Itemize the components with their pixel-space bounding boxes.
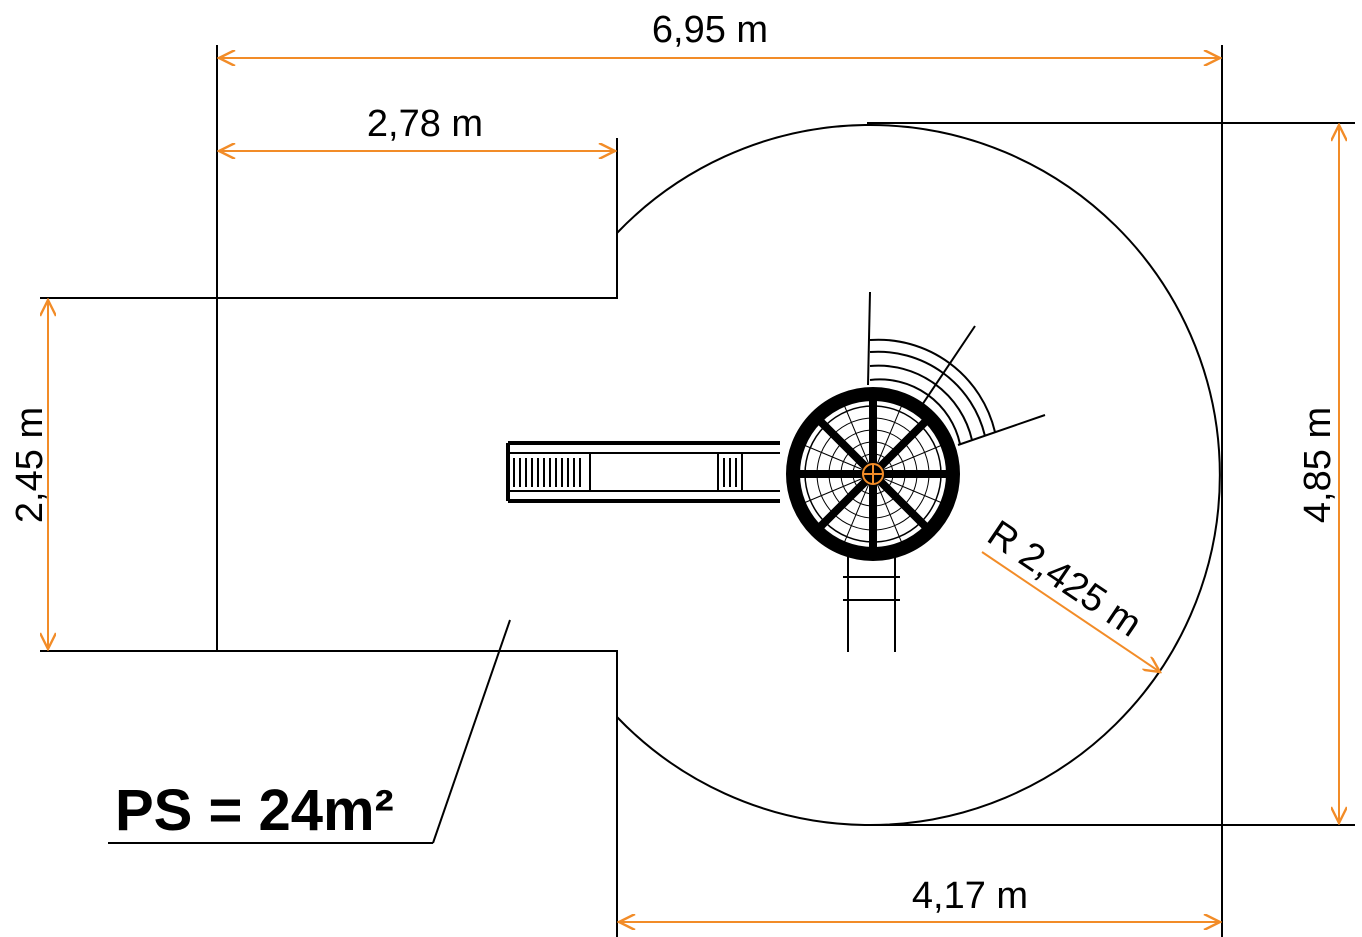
dim-line-radius [981, 551, 1160, 672]
label-top-left-width: 2,78 m [367, 103, 483, 145]
central-tower [786, 387, 960, 561]
playground-equipment [506, 291, 1046, 652]
area-annotation: PS = 24m² [108, 619, 511, 844]
extension-lines [216, 45, 1355, 937]
railing [867, 291, 1046, 446]
area-label: PS = 24m² [115, 778, 394, 843]
dimension-lines [48, 58, 1339, 922]
label-radius: R 2,425 m [980, 513, 1149, 646]
label-left-height: 2,45 m [9, 407, 51, 523]
label-total-width: 6,95 m [652, 9, 768, 51]
slide [506, 441, 780, 503]
safety-zone-outline [40, 124, 1221, 826]
ladder [843, 555, 900, 652]
label-bottom-width: 4,17 m [912, 875, 1028, 917]
label-right-height: 4,85 m [1297, 407, 1339, 523]
